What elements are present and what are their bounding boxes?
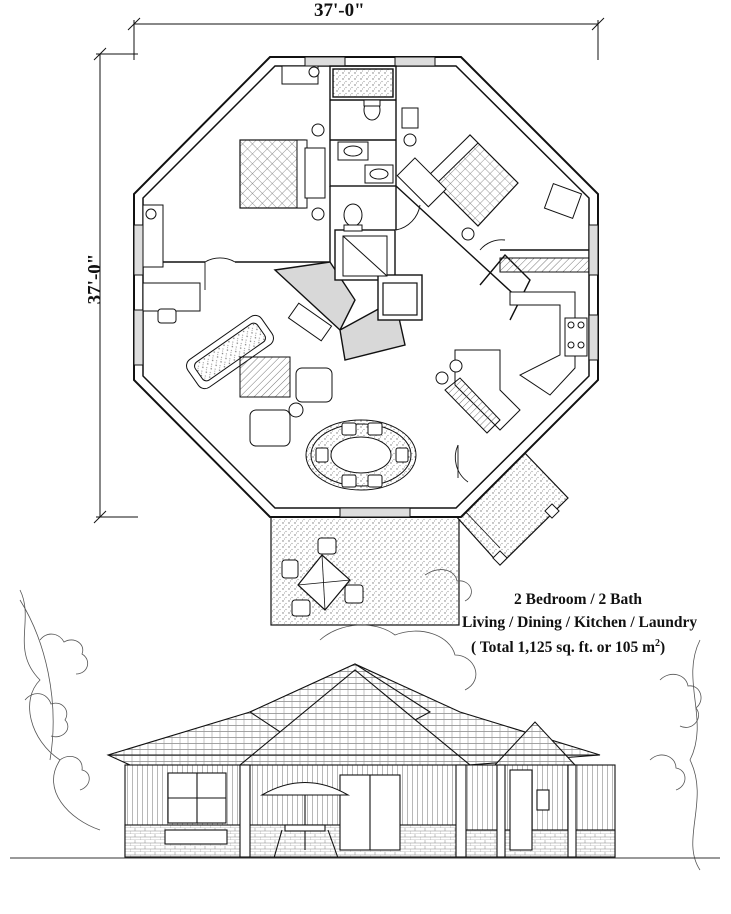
area-caption-text: ( Total 1,125 sq. ft. or 105 m bbox=[471, 639, 656, 657]
kitchen bbox=[435, 257, 590, 434]
area-caption: ( Total 1,125 sq. ft. or 105 m2) bbox=[471, 638, 665, 657]
bedroom-2 bbox=[396, 107, 583, 241]
width-dimension-label: 37'-0" bbox=[314, 0, 365, 21]
living-room bbox=[142, 282, 333, 447]
dining-area bbox=[305, 419, 417, 491]
bed-bath-caption: 2 Bedroom / 2 Bath bbox=[514, 591, 643, 608]
house-elevation bbox=[10, 663, 720, 859]
door-swings bbox=[204, 204, 506, 483]
elevation-trees bbox=[19, 569, 702, 871]
patio-front bbox=[270, 514, 460, 626]
rooms-caption: Living / Dining / Kitchen / Laundry bbox=[462, 614, 698, 631]
area-caption-close: ) bbox=[660, 639, 666, 657]
area-caption-superscript: 2 bbox=[655, 638, 661, 649]
depth-dimension-label: 37'-0" bbox=[84, 253, 106, 305]
dimension-lines bbox=[93, 17, 605, 524]
bedroom-1 bbox=[142, 65, 326, 268]
patio-side bbox=[454, 447, 569, 566]
bath-fixtures bbox=[337, 99, 418, 316]
